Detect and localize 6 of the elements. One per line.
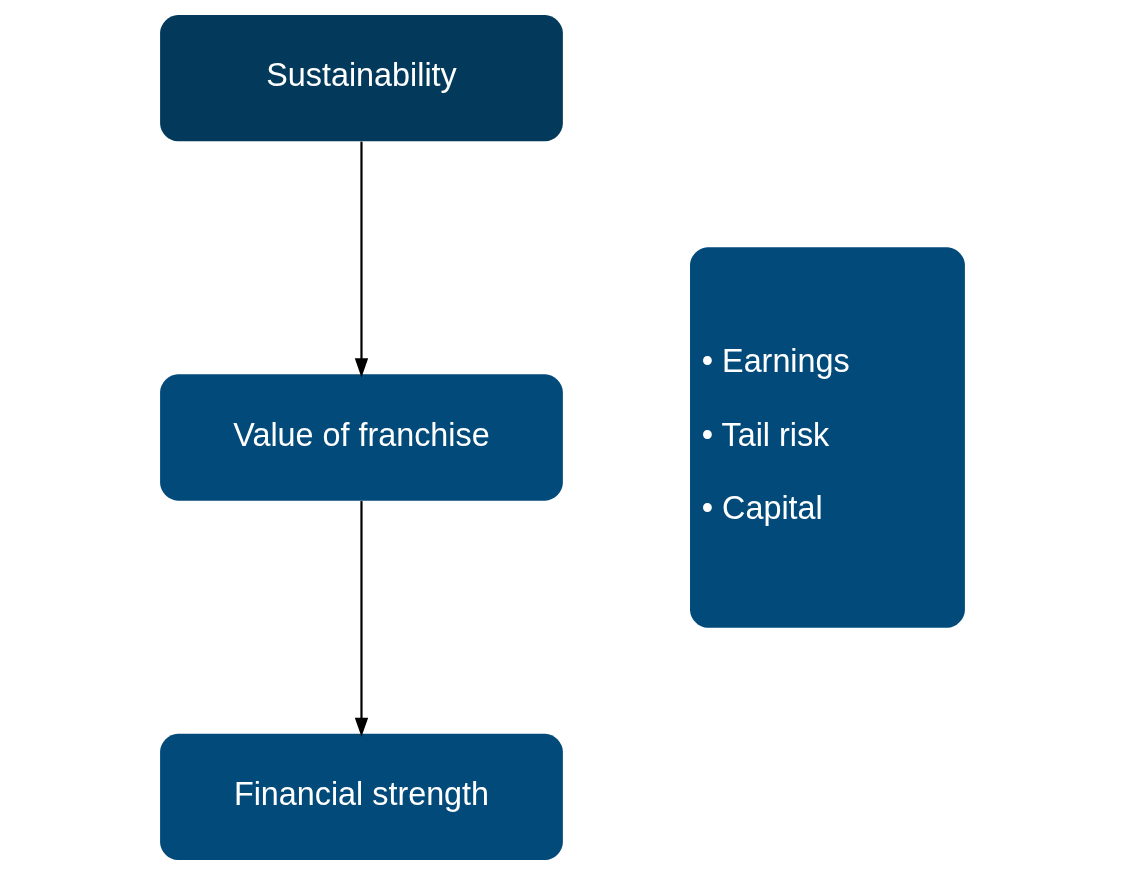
arrow <box>354 141 368 377</box>
node-box: • Earnings • Tail risk • Capital <box>689 246 965 628</box>
node-box: Value of franchise <box>159 373 563 501</box>
node-box: Sustainability <box>159 14 563 141</box>
arrow <box>354 500 368 737</box>
node-box: Financial strength <box>159 733 563 860</box>
